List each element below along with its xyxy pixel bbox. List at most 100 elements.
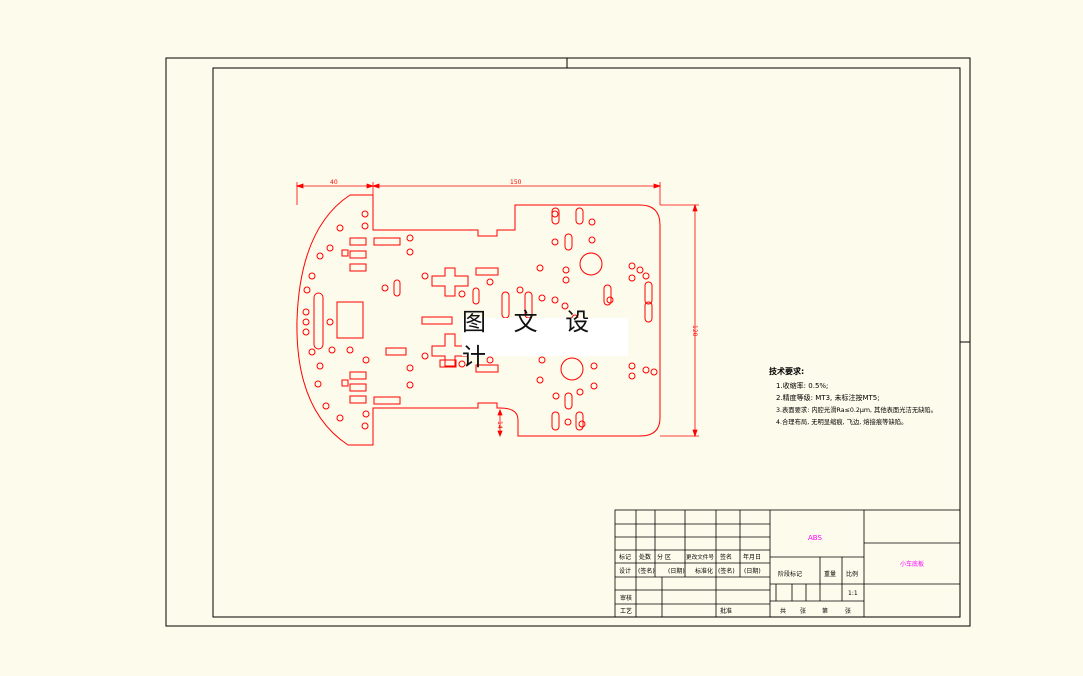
mounting-hole [650,368,658,376]
mounting-hole [328,346,336,354]
slot-top-3 [564,233,573,251]
mounting-hole [628,262,636,270]
mounting-hole [302,328,310,336]
dim-arrows-right [692,203,698,438]
dimensions [295,182,699,438]
title-block-frame [614,509,961,618]
tb-approve: 批准 [720,607,732,615]
tech-title: 技术要求: [769,366,804,376]
mounting-hole [552,392,560,400]
mounting-hole [421,352,429,360]
mounting-hole [316,362,324,370]
mounting-hole [421,272,429,280]
rect-hole [349,383,367,392]
mounting-hole [406,248,414,256]
tb-header: 更改文件号 [686,553,714,561]
large-hole-bottom [560,357,584,381]
mounting-hole [538,356,546,364]
mounting-hole [336,224,344,232]
mounting-hole [590,362,598,370]
rect-hole [349,237,367,246]
rect-hole [341,249,349,257]
slot-bot-3 [564,392,573,410]
mounting-hole [538,294,546,302]
mounting-hole [628,372,636,380]
mounting-hole [606,296,614,304]
mounting-hole [362,356,370,364]
mounting-hole [636,266,644,274]
mounting-hole [316,252,324,260]
rect-hole [373,396,401,405]
tb-header: 分 区 [657,553,671,561]
large-hole-top [579,252,603,276]
mounting-hole [562,266,570,274]
tb-design: (日期) [744,567,761,575]
mounting-hole [361,210,369,218]
mounting-hole [458,360,466,368]
mounting-hole [536,264,544,272]
tb-page-sheets: 张 [845,607,851,615]
tb-header: 年月日 [743,553,761,561]
tb-design: 标准化 [695,567,713,575]
slot-right-upper [644,281,653,305]
tb-design: (签名) [718,567,735,575]
mounting-hole [314,380,322,388]
mounting-hole [302,308,310,316]
mounting-hole [578,420,586,428]
tb-process: 工艺 [620,607,632,615]
mounting-hole [628,362,636,370]
slot-left [313,292,324,350]
mounting-hole [326,318,334,326]
mounting-hole [361,222,369,230]
tb-design: (日期) [668,567,685,575]
mounting-hole [346,346,354,354]
tb-page: 第 [822,607,828,615]
cross-cutout-top [431,267,469,297]
cross-cutout-bottom [431,333,469,367]
tb-total: 共 [780,607,786,615]
mounting-hole [561,302,569,310]
mounting-hole [486,356,494,364]
tech-item-3: 3.表面要求: 内腔光滑Ra≤0.2μm, 其他表面光洁无缺陷。 [776,405,937,414]
tb-part-name: 小车底板 [900,560,924,568]
dim-arrows-top [295,183,662,189]
mounting-hole [322,402,330,410]
mounting-hole [303,286,311,294]
mounting-hole [562,276,570,284]
rect-hole [439,359,457,368]
rect-hole [421,316,453,325]
tb-design: (签名) [638,567,655,575]
slot-top-1 [551,207,560,225]
tb-review: 审核 [620,594,632,602]
tech-item-1: 1.收缩率: 0.5%; [776,381,828,390]
mounting-hole [381,284,389,292]
mounting-hole [588,236,596,244]
rect-hole [349,395,367,404]
mounting-hole [551,296,559,304]
tb-weight: 重量 [824,570,836,578]
slot-mid-3 [393,279,401,297]
tech-item-4: 4.合理布局, 无明显缩痕, 飞边, 熔接痕等缺陷。 [776,417,907,426]
rect-hole [349,250,367,259]
plate-outline [296,194,661,446]
rect-hole [475,364,499,373]
rect-hole [385,347,407,356]
dim-label-14: 14 [496,421,503,429]
mounting-hole [516,286,524,294]
rect-hole [341,379,349,387]
mounting-hole [576,388,584,396]
mounting-hole [590,382,598,390]
rect-hole [349,371,367,380]
dim-label-150: 150 [510,179,522,186]
mounting-hole [642,366,650,374]
dim-label-120: 120 [691,325,698,337]
dim-arrows-notch [497,408,503,438]
tb-stage-mark: 阶段标记 [778,570,802,578]
mounting-hole [406,364,414,372]
mounting-hole [406,381,414,389]
tech-item-2: 2.精度等级: MT3, 未标注按MT5; [776,393,880,402]
dim-label-40: 40 [330,179,338,186]
mounting-hole [458,290,466,298]
mounting-hole [308,348,316,356]
center-cutout-left [336,301,364,339]
